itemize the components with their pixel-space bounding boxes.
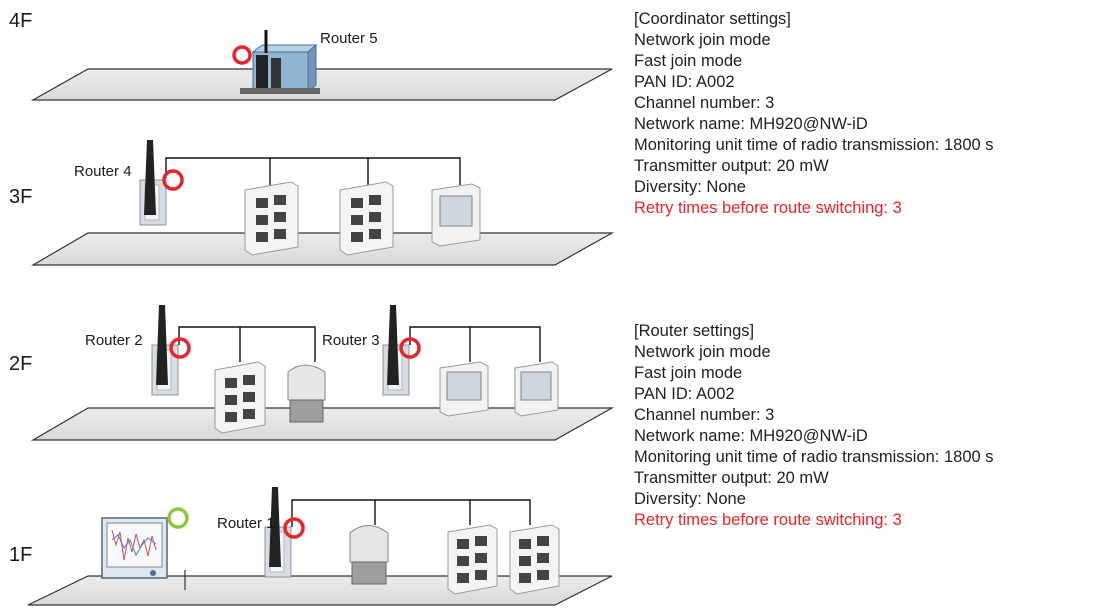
router-setting-line: Monitoring unit time of radio transmissi… [634,448,994,466]
router-1-device [264,487,292,578]
router-3-marker [399,337,421,359]
floor-label-2f: 2F [9,353,32,375]
router-setting-line: Network join mode [634,343,771,361]
router-setting-line: Transmitter output: 20 mW [634,469,829,487]
coordinator-retry-setting: Retry times before route switching: 3 [634,199,902,217]
floor-plate-3f [30,232,615,266]
floor-label-4f: 4F [9,10,32,32]
sensor-panel-2f-1 [214,361,266,434]
router-4-label: Router 4 [74,163,132,180]
sensor-panel-1f-1 [447,524,498,595]
coordinator-marker [167,507,189,529]
router-4-device [139,140,167,226]
display-unit-3f [431,183,481,247]
sensor-panel-3f-1 [244,181,299,256]
router-5-marker [232,45,252,65]
coordinator-setting-line: Network join mode [634,31,771,49]
router-setting-line: Channel number: 3 [634,406,775,424]
coordinator-setting-line: Transmitter output: 20 mW [634,157,829,175]
router-3-device [382,305,410,396]
floor-label-1f: 1F [9,544,32,566]
camera-sensor-1f [349,525,389,585]
router-2-marker [169,337,191,359]
router-2-label: Router 2 [85,332,143,349]
router-setting-line: PAN ID: A002 [634,385,735,403]
router-retry-setting: Retry times before route switching: 3 [634,511,902,529]
router-setting-line: Diversity: None [634,490,746,508]
router-1-label: Router 1 [217,515,275,532]
router-3-label: Router 3 [322,332,380,349]
coordinator-recorder [101,517,186,590]
coordinator-setting-line: Diversity: None [634,178,746,196]
router-2-device [151,305,179,396]
floor-plate-2f [30,407,615,441]
display-unit-2f-2 [514,361,559,417]
coordinator-settings-heading: [Coordinator settings] [634,10,791,28]
floor-plate-4f [30,68,613,101]
coordinator-setting-line: Fast join mode [634,52,743,70]
router-1-marker [283,517,305,539]
router-setting-line: Network name: MH920@NW-iD [634,427,868,445]
coordinator-setting-line: Channel number: 3 [634,94,775,112]
router-5-label: Router 5 [320,30,378,47]
router-5-device [240,30,320,94]
coordinator-setting-line: PAN ID: A002 [634,73,735,91]
router-settings-panel: [Router settings] Network join mode Fast… [634,321,994,531]
floor-label-3f: 3F [9,186,32,208]
router-4-marker [162,169,184,191]
coordinator-settings-panel: [Coordinator settings] Network join mode… [634,9,994,219]
network-diagram: 4F 3F 2F 1F Router 5 Router 4 [9,10,615,606]
router-settings-heading: [Router settings] [634,322,755,340]
coordinator-setting-line: Network name: MH920@NW-iD [634,115,868,133]
camera-sensor-2f [287,364,326,423]
coordinator-setting-line: Monitoring unit time of radio transmissi… [634,136,994,154]
sensor-panel-3f-2 [339,181,394,256]
display-unit-2f-1 [439,361,489,417]
router-setting-line: Fast join mode [634,364,743,382]
sensor-panel-1f-2 [509,524,560,595]
